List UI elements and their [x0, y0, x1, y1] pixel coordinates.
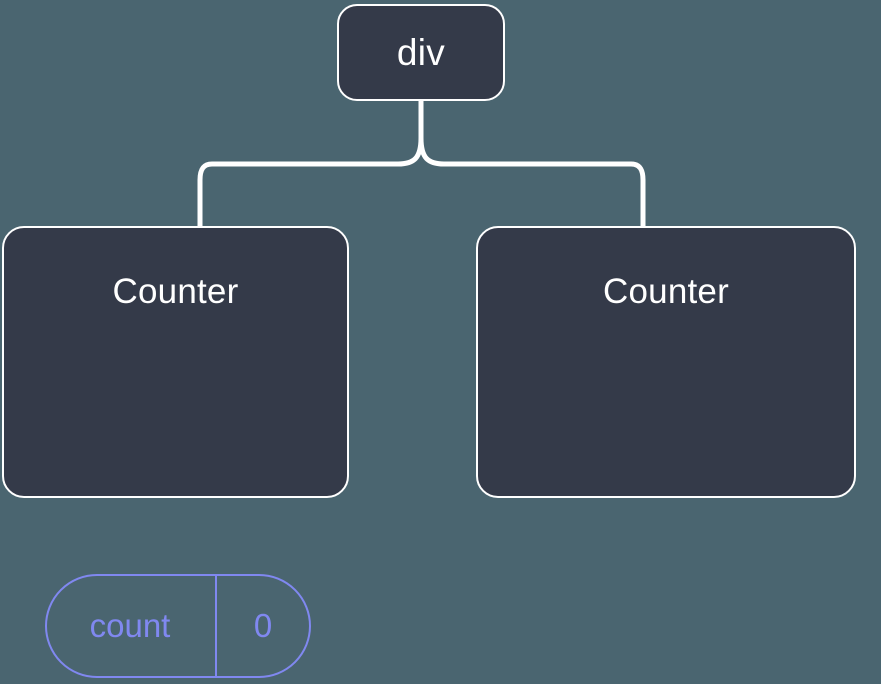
node-counter-right[interactable]: Counter count 1: [476, 226, 856, 498]
node-counter-left[interactable]: Counter count 0: [2, 226, 349, 678]
node-div-label: div: [396, 32, 446, 73]
connector-split-left: [197, 137, 424, 228]
connector-split-right: [418, 137, 646, 228]
node-counter-left-label: Counter: [112, 272, 239, 311]
node-div[interactable]: div: [337, 4, 505, 101]
diagram-canvas: div Counter count 0 Counter count 1: [2, 4, 856, 678]
state-pill-key: count: [47, 576, 217, 676]
state-pill-count-left[interactable]: count 0: [45, 574, 311, 678]
state-pill-value: 0: [253, 607, 273, 644]
node-counter-right-label: Counter: [603, 272, 729, 311]
